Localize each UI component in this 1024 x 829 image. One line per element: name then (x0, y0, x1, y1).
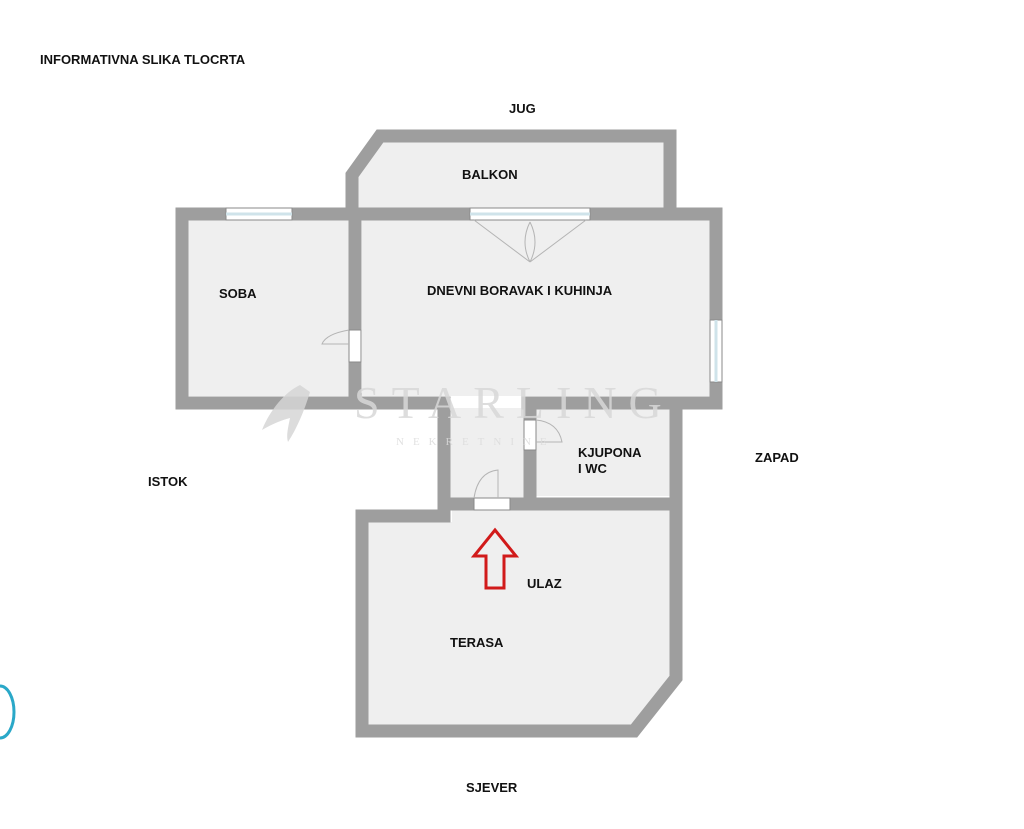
entrance-door-opening (473, 497, 511, 511)
windows (225, 207, 723, 511)
page-title: INFORMATIVNA SLIKA TLOCRTA (40, 52, 246, 67)
room-label-terrace: TERASA (450, 635, 504, 650)
balcony-floor (358, 142, 664, 210)
compass-west: ZAPAD (755, 450, 799, 465)
bathroom-floor (536, 408, 670, 496)
bedroom-floor (188, 218, 350, 396)
compass-north: SJEVER (466, 780, 518, 795)
bedroom-door-swing (321, 329, 350, 345)
balcony-wall (345, 129, 677, 221)
room-label-entrance: ULAZ (527, 576, 562, 591)
entrance-door-swing (473, 469, 499, 499)
hall-floor (450, 408, 524, 500)
circle-edge-icon (0, 684, 16, 740)
room-label-balcony: BALKON (462, 167, 518, 182)
living-right-wall (521, 207, 723, 410)
bathroom-door-swing (535, 419, 563, 443)
watermark-sub: NEKRETNINE (396, 436, 556, 448)
door-swings (321, 219, 587, 499)
terrace-wall (355, 497, 683, 738)
room-label-living-kitchen: DNEVNI BORAVAK I KUHINJA (427, 283, 613, 298)
balcony-door-swing (473, 219, 587, 263)
watermark-bird-icon (262, 385, 310, 442)
terrace-floor (368, 510, 670, 725)
watermark-brand: STARLING (354, 377, 674, 428)
floors (188, 142, 710, 725)
compass-south: JUG (509, 101, 536, 116)
living-kitchen-floor (362, 220, 710, 396)
bedroom-door-opening (348, 329, 362, 363)
compass-east: ISTOK (148, 474, 188, 489)
entrance-arrow-icon (470, 527, 520, 590)
room-label-bedroom: SOBA (219, 286, 257, 301)
bathroom-door-opening (523, 419, 537, 451)
room-label-bathroom: KJUPONA I WC (578, 445, 642, 476)
watermark: STARLING NEKRETNINE (262, 377, 674, 448)
